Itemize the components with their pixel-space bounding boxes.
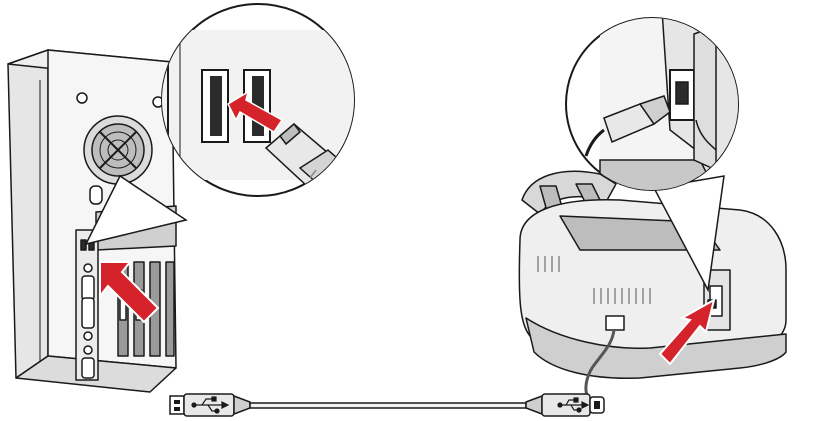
fan-icon bbox=[84, 116, 152, 184]
usb-a-connector bbox=[170, 396, 184, 414]
screw-icon bbox=[77, 93, 87, 103]
printer bbox=[519, 171, 786, 398]
usb-cable bbox=[170, 394, 604, 416]
usb-port-icon bbox=[81, 240, 86, 250]
usb-port-closeup-left bbox=[158, 4, 358, 200]
power-socket-icon bbox=[606, 316, 624, 330]
